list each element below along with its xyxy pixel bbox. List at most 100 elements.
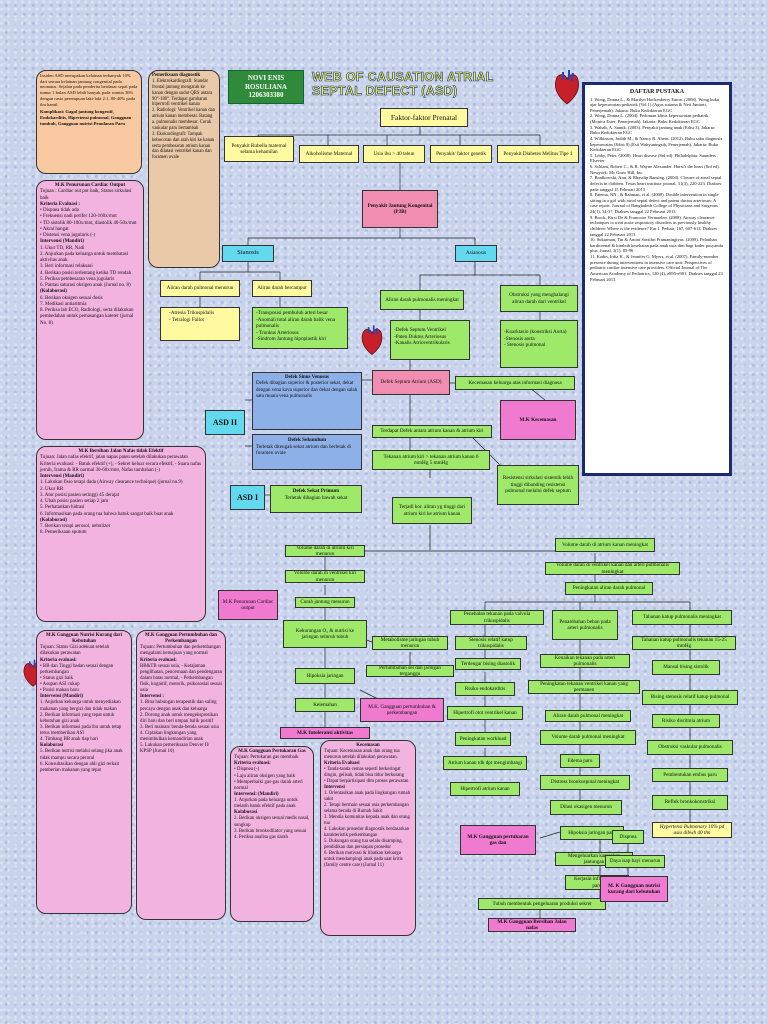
list-item: -Koarktasio (konstriksi Aorta): [504, 329, 567, 335]
flow-bottom: Daya isap bayi menurun: [605, 855, 665, 868]
care-goal: Tujuan: Pertumbuhan dan perkembangan men…: [140, 645, 221, 657]
flow-mid: Terdengar bising diastolik: [455, 658, 521, 670]
reference-item: 1. Wong, Donna L., & Marilyn Hockenberry…: [590, 96, 720, 113]
flow-right2: Dilasi okasigen menurun: [550, 800, 622, 815]
flow-right2: Kenaikan tekanan pada arteri pulmonalis: [540, 654, 630, 668]
prenatal-factor: Usia ibu > 40 tahun: [363, 145, 425, 163]
reference-item: 7. Bradkowski, Ann, & Bhavdip Ransing. (…: [590, 175, 722, 192]
asianosis-branch: Aliran darah pulmonalis meningkat: [380, 290, 464, 310]
care-text: 7. Berikan terapi aerosol, nebulizer: [40, 524, 111, 529]
mk-nutrisi-node: M. K Gangguan nutrisi kurang dari kebutu…: [600, 876, 668, 902]
care-text: 5. Berikan nutrisi melalui selang jika a…: [40, 749, 123, 761]
reference-item: 2. Wong, Donna L. (2004). Pedoman klinis…: [590, 113, 709, 124]
care-text: 7. Medikasi antiaritmia: [40, 301, 87, 307]
care-text: 1. Orientasikan anak pada lingkungan rum…: [324, 790, 411, 802]
sianosis-list: -Atresia Trikuspidalis - Tetralogi Fallo…: [160, 307, 240, 341]
flow-left: Curah jantung menurun: [295, 597, 355, 608]
care-text: 2. Berikan informasi yang tepat untuk ke…: [40, 712, 115, 724]
care-text: Intervensi: (Mandiri): [234, 791, 279, 797]
mk-kecemasan: M.K Kecemasan: [500, 400, 576, 440]
page-title: WEB OF CAUSATION ATRIAL SEPTAL DEFECT (A…: [312, 70, 494, 99]
care-text: 3. Mendia komunitas kepada anak dan oran…: [324, 814, 410, 826]
flow-left: Kelemahan: [295, 698, 355, 712]
prenatal-factor: Penyakit/ faktor genetik: [430, 145, 492, 163]
volume-left-ventricle: Volume darah di ventrikel kiri menurun: [285, 570, 365, 583]
care-text: 8. Periksa lab ECO, Radiologi, serta dil…: [40, 308, 134, 326]
list-item: -Defek Septum Ventrikel: [394, 327, 446, 333]
care-text: Kolaborasi: [40, 743, 64, 749]
intro-text: Insiden ASD merupakan kelainan terbanyak…: [40, 73, 138, 107]
flow-bottom: Dispnea: [612, 830, 644, 844]
care-plan-kecemasan: Kecemasan Tujuan: Kecemasan anak dan ora…: [320, 740, 416, 936]
flow-right3: Tahanan katup pulmonalis tekanan 15-25 m…: [632, 636, 736, 650]
care-text: 6. Konsultasikan dengan ahli gizi terkai…: [40, 761, 120, 773]
care-text: 5. Lakukan pemeriksaan Denver II/ KPSP (…: [140, 743, 210, 755]
care-goal: Tujuan : Cardiac out put baik, Status si…: [40, 189, 132, 201]
prenatal-factor: Alkoholisme Maternal: [299, 145, 359, 163]
primum-title: Defek Sekat Primum: [292, 488, 340, 494]
references-box: DAFTAR PUSTAKA 1. Wong, Donna L., & Mari…: [582, 82, 732, 476]
mk-cardiac-output-node: M.K Penurunan Cardiac output: [218, 590, 278, 620]
care-text: 2. Ukur RR: [40, 486, 64, 492]
sianosis-mixed-list: -Transposisi pembuluh arteri besar -Anom…: [252, 307, 348, 349]
list-item: - Stenosis pulmonal: [504, 342, 546, 348]
care-text: 4. Ubah posisi pasien setiap 2 jam: [40, 499, 109, 504]
heart-icon: [361, 325, 383, 356]
mk-jalan-nafas-node: M.K Gangguan Bersihan Jalan nafas: [488, 918, 576, 932]
asd2-label: ASD II: [205, 410, 245, 435]
care-text: • Tanda-tanda cemas seperti berkeringat …: [324, 766, 405, 778]
primum-text: Terletak dibagian bawah sekat: [284, 494, 348, 501]
care-text: Tujuan: Kecemasan anak dan orang tua men…: [324, 748, 400, 760]
care-plan-gas: M.K Gangguan Pertukaran Gas Tujuan: Pert…: [230, 746, 314, 922]
care-text: 3. Atur posisi pasien setinggi 45 deraja…: [40, 492, 120, 498]
diagnostic-item: 1. Elektrokardiografi: Standar frontal j…: [152, 78, 213, 108]
flow-mid: Peningkatan workload: [455, 732, 511, 746]
care-title: M.K Gangguan Nutrisi Kurang dari Kebutuh…: [46, 633, 122, 645]
care-text: 2. Anjurkan pada keluarga untuk membatas…: [40, 251, 129, 263]
flow-mid: Hipertrofi otot ventrikel kanan: [447, 706, 523, 720]
care-title: M.K Gangguan Pertumbuhan dan Perkembanga…: [144, 633, 218, 645]
care-text: • Frekuensi nadi perifer 120-160x/mnt: [40, 214, 117, 220]
family-anxiety-box: Kecemasan keluarga atas informasi diagno…: [455, 376, 575, 390]
flow-right3: Tahanan katup pulmonalis meningkat: [632, 610, 732, 625]
care-title: M.K Gangguan Pertukaran Gas: [238, 749, 306, 754]
references-title: DAFTAR PUSTAKA: [629, 89, 685, 95]
reference-item: 9. Brock, Kirsi De & Francoise Vermaelen…: [590, 214, 717, 237]
sekundum-text: Terletak ditengah sekat atrium dan berle…: [256, 443, 351, 457]
flow-right3: Risiko disritmia atrium: [652, 714, 720, 728]
author-box: NOVI ENIS ROSULIANA 1206303380: [228, 70, 304, 104]
flow-left: Hipoksia jaringan: [295, 668, 355, 684]
flow-mid: Atrium kanan tdk dpt mengimbangi: [443, 756, 527, 770]
care-text: 1. Anjurkan keluarga untuk menyediakan m…: [40, 700, 121, 712]
mk-intoleransi: M.K Intoleransi aktivitas: [280, 727, 370, 739]
flow-right2: Penebalan tekanan pada valvula trikuspid…: [450, 610, 544, 625]
care-text: 4. Periksa analisa gas darah: [234, 834, 288, 840]
care-text: 1. Bina hubungan terapeutik dan saling p…: [140, 700, 217, 712]
primum-box: Defek Sekat Primum Terletak dibagian baw…: [270, 485, 362, 513]
care-text: 5. Dukungan orang tua selalu disamping, …: [324, 838, 403, 850]
flow-right: Peningkatan aliran darah pulmonal: [565, 582, 653, 595]
asianosis-list: -Defek Septum Ventrikel -Paten Duktus Ar…: [390, 320, 470, 360]
care-text: • BB dan Tinggi badan sesuai dengan perk…: [40, 663, 114, 675]
care-text: 1. Lakukan fisio terapi dada (Airway cle…: [40, 480, 183, 486]
care-text: • Akral hangat: [40, 226, 69, 232]
care-goal: Tujuan: Jalan nafas efektif, jalan napas…: [40, 455, 188, 461]
reference-item: 11. Kadin, Irdia K., & Jennifer G. Myers…: [590, 254, 723, 282]
flow-mid: Metabolisme jaringan tubuh menurun: [372, 636, 448, 650]
care-text: Kriteria evaluasi:: [140, 657, 177, 663]
flow-mid: Stenosis relatif katup trikuspidalis: [455, 636, 527, 650]
list-item: -Kanalis Atrioventrikularis: [394, 340, 450, 346]
care-text: Intervensi: [324, 784, 345, 790]
sianosis-box: Sianosis: [222, 245, 274, 262]
care-text: • Memperbaiki gas-gas darah arteri norma…: [234, 779, 303, 791]
flow-right2: Aliran darah pulmonal meningkat: [545, 710, 631, 722]
sianosis-branch: Aliran darah pulmonal menurun: [160, 280, 240, 297]
list-item: - Tetralogi Fallot: [169, 316, 204, 323]
flow-right2: Distress bronkusputal meningkat: [540, 775, 630, 790]
care-text: Kriteria evaluasi:: [40, 657, 77, 663]
care-text: • Asupan ASI cukup: [40, 682, 80, 687]
flow-left: Kekurangan O₂ & nutrisi ke jaringan selu…: [283, 620, 367, 648]
care-goal: Tujuan: Status Gizi adekuat setelah dila…: [40, 645, 110, 657]
flow-right2: Peningkatan tekanan ventrikel kanan yang…: [528, 680, 640, 694]
diagnostic-box: Pemeriksaan diagnostik 1. Elektrokardiog…: [148, 70, 220, 268]
